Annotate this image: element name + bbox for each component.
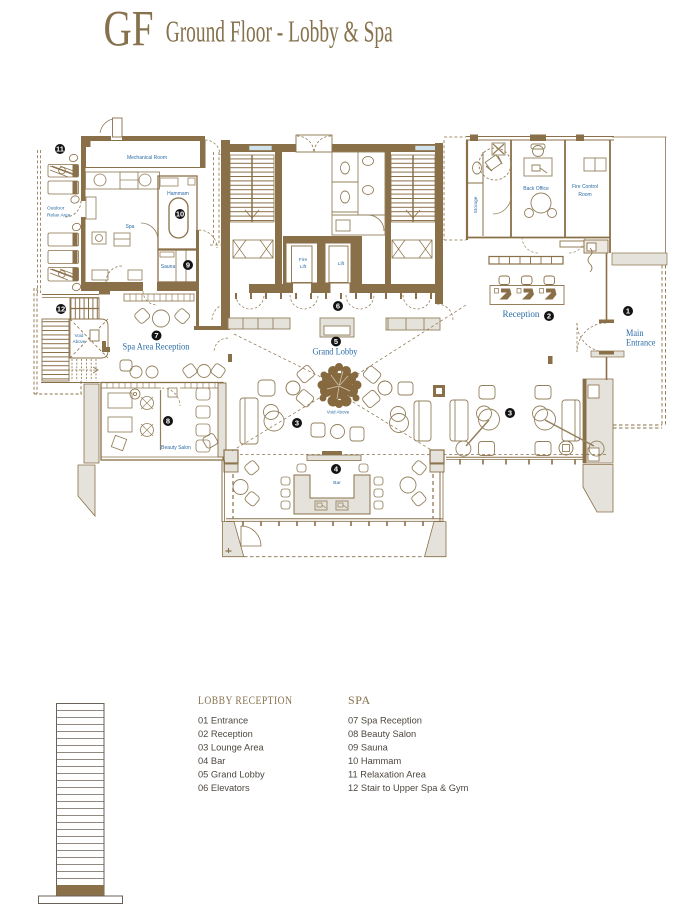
svg-text:3: 3 [508, 409, 512, 418]
svg-text:8: 8 [166, 417, 170, 426]
svg-text:07 Spa Reception: 07 Spa Reception [348, 716, 422, 726]
svg-text:Fire: Fire [299, 257, 308, 263]
svg-text:Relax Area: Relax Area [47, 213, 71, 219]
svg-text:GF: GF [104, 2, 154, 58]
svg-text:2: 2 [547, 312, 551, 321]
svg-text:Back Office: Back Office [523, 186, 549, 192]
svg-text:05 Grand Lobby: 05 Grand Lobby [198, 770, 265, 780]
svg-text:12 Stair to Upper Spa & Gym: 12 Stair to Upper Spa & Gym [348, 783, 469, 793]
svg-text:03 Lounge Area: 03 Lounge Area [198, 743, 264, 753]
svg-text:Grand Lobby: Grand Lobby [313, 348, 358, 358]
svg-text:Fire Control: Fire Control [572, 184, 598, 190]
svg-text:Spa Area Reception: Spa Area Reception [123, 343, 190, 353]
svg-text:Hammam: Hammam [167, 191, 189, 197]
svg-text:SPA: SPA [348, 693, 371, 707]
svg-text:Lift: Lift [300, 264, 307, 270]
svg-text:04 Bar: 04 Bar [198, 756, 225, 766]
svg-text:Void Above: Void Above [327, 410, 350, 415]
svg-text:12: 12 [57, 305, 65, 314]
svg-text:5: 5 [334, 337, 338, 346]
svg-text:Entrance: Entrance [626, 339, 656, 349]
svg-text:LOBBY RECEPTION: LOBBY RECEPTION [198, 693, 293, 707]
svg-text:Main: Main [626, 329, 644, 339]
svg-text:08 Beauty Salon: 08 Beauty Salon [348, 729, 416, 739]
svg-text:Storage: Storage [473, 196, 479, 213]
svg-text:4: 4 [334, 465, 339, 474]
svg-text:Spa: Spa [126, 224, 135, 230]
svg-text:6: 6 [336, 302, 340, 311]
svg-text:11: 11 [56, 145, 64, 154]
svg-text:Reception: Reception [503, 310, 540, 320]
svg-text:01 Entrance: 01 Entrance [198, 716, 248, 726]
svg-text:Sauna: Sauna [161, 264, 176, 270]
svg-text:1: 1 [626, 307, 630, 316]
svg-text:10: 10 [176, 210, 184, 219]
svg-text:02 Reception: 02 Reception [198, 729, 253, 739]
svg-text:06 Elevators: 06 Elevators [198, 783, 250, 793]
svg-text:Beauty Salon: Beauty Salon [161, 445, 191, 451]
svg-text:3: 3 [295, 419, 299, 428]
svg-text:Outdoor: Outdoor [47, 206, 65, 212]
svg-text:Ground Floor - Lobby & Spa: Ground Floor - Lobby & Spa [166, 14, 393, 49]
svg-text:Room: Room [578, 192, 591, 198]
svg-text:Above: Above [73, 339, 86, 344]
svg-text:Void: Void [75, 333, 84, 338]
svg-text:11 Relaxation Area: 11 Relaxation Area [348, 770, 427, 780]
svg-text:7: 7 [154, 331, 158, 340]
svg-text:10 Hammam: 10 Hammam [348, 756, 401, 766]
svg-text:Bar: Bar [333, 480, 341, 486]
svg-text:Lift: Lift [338, 261, 345, 267]
svg-text:Mechanical Room: Mechanical Room [127, 155, 167, 161]
svg-text:09 Sauna: 09 Sauna [348, 743, 389, 753]
svg-text:9: 9 [186, 261, 190, 270]
